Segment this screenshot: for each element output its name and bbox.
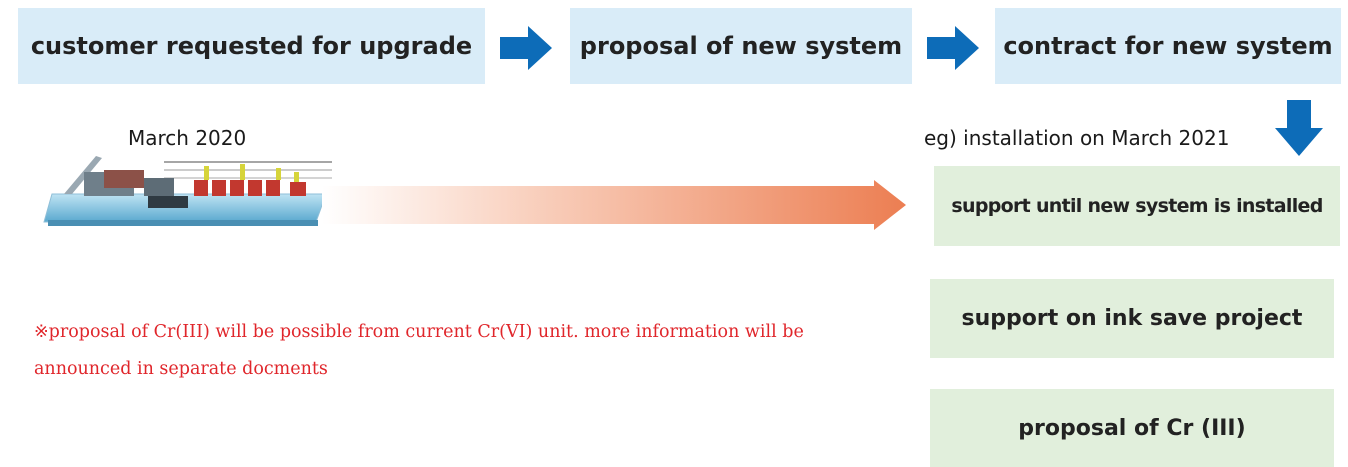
install-example-label: eg) installation on March 2021 [924,126,1230,150]
right-arrow-icon [500,26,552,70]
step-contract: contract for new system [995,8,1341,84]
support-until-installed: support until new system is installed [934,166,1340,246]
step-proposal: proposal of new system [570,8,912,84]
down-arrow-icon [1275,100,1323,156]
plating-line-machine-image [43,156,332,226]
support-ink-save: support on ink save project [930,279,1334,358]
step-customer-request: customer requested for upgrade [18,8,485,84]
start-date-label: March 2020 [128,126,247,150]
timeline-arrow [322,180,906,230]
cr-iii-note: ※proposal of Cr(III) will be possible fr… [34,322,804,379]
proposal-cr-iii: proposal of Cr (III) [930,389,1334,467]
right-arrow-icon [927,26,979,70]
